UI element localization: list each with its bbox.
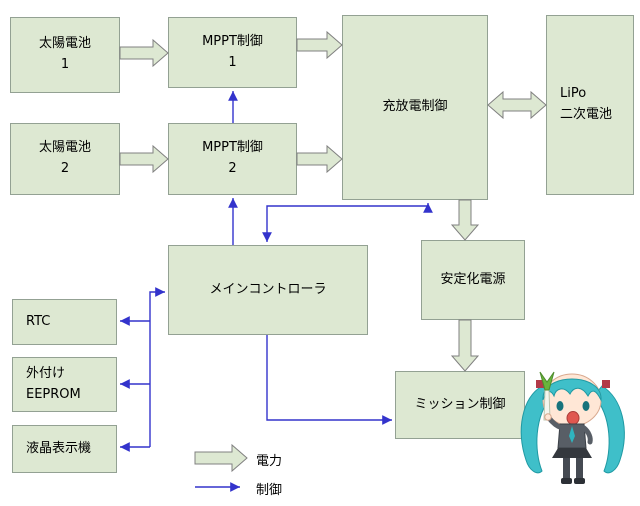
- control-arrows: [120, 91, 433, 492]
- block-main-controller: メインコントローラ: [168, 245, 368, 335]
- block-label: 液晶表示機: [26, 440, 92, 456]
- power-arrows: [119, 30, 547, 473]
- block-label: RTC: [26, 313, 51, 329]
- block-label: 外付け: [26, 365, 66, 381]
- block-label: 太陽電池: [38, 36, 91, 52]
- block-label: 1: [60, 57, 70, 72]
- legend-power-label: 電力: [256, 454, 283, 469]
- mascot-body: [544, 413, 593, 484]
- block-rtc: RTC: [12, 299, 117, 345]
- power-arrow-mppt2-to-charge: [296, 144, 343, 174]
- block-mppt-control-2: MPPT制御 2: [168, 123, 297, 195]
- twin-tails-icon: [520, 385, 625, 474]
- block-solar-cell-1: 太陽電池 1: [10, 17, 120, 93]
- block-label: ミッション制御: [414, 396, 506, 412]
- control-main-to-mission: [266, 335, 392, 425]
- legend-control-label: 制御: [256, 483, 283, 498]
- control-bus-to-main: [149, 287, 165, 447]
- block-label: 二次電池: [560, 107, 613, 122]
- block-label: 1: [228, 54, 237, 70]
- power-arrow-regulator-to-mission: [450, 319, 480, 372]
- block-mission-control: ミッション制御: [395, 371, 525, 439]
- block-charge-discharge-control: 充放電制御: [342, 15, 488, 200]
- block-label: EEPROM: [26, 386, 81, 402]
- power-arrow-mppt1-to-charge: [296, 30, 343, 60]
- power-arrow-charge-to-regulator: [450, 199, 480, 241]
- block-mppt-control-1: MPPT制御 1: [168, 17, 297, 88]
- block-label: メインコントローラ: [209, 281, 327, 297]
- block-lipo-battery: LiPo 二次電池: [546, 15, 634, 195]
- block-label: 2: [228, 161, 237, 176]
- mascot-miku-image: [520, 371, 625, 484]
- power-arrow-solar2-to-mppt2: [119, 144, 169, 174]
- block-label: 2: [60, 161, 70, 176]
- block-label: 充放電制御: [382, 99, 448, 115]
- block-label: 太陽電池: [38, 140, 91, 156]
- block-label: MPPT制御: [202, 33, 263, 49]
- block-external-eeprom: 外付け EEPROM: [12, 357, 117, 412]
- power-arrow-charge-lipo-bidirectional: [487, 90, 547, 120]
- control-main-charge-bidirectional: [262, 203, 433, 242]
- block-lcd-display: 液晶表示機: [12, 425, 117, 473]
- block-regulated-power-supply: 安定化電源: [421, 240, 525, 320]
- block-label: 安定化電源: [440, 271, 506, 287]
- mascot-head: [536, 373, 610, 427]
- power-arrow-solar1-to-mppt1: [119, 38, 169, 68]
- block-label: LiPo: [560, 86, 587, 102]
- legend-power-arrow: [194, 443, 248, 473]
- block-label: MPPT制御: [202, 140, 263, 156]
- block-solar-cell-2: 太陽電池 2: [10, 123, 120, 195]
